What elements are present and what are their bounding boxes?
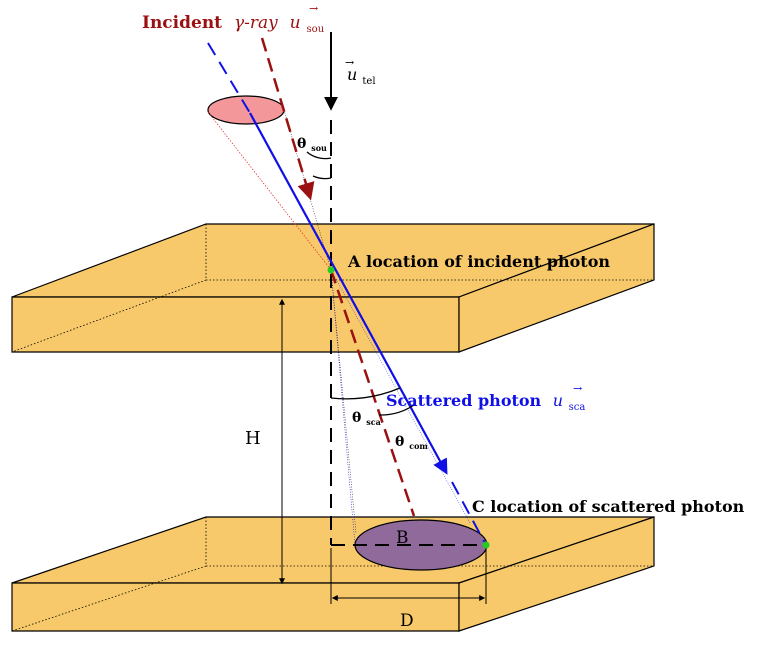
incident-label: Incident γ-ray u sou <box>142 13 325 35</box>
theta-com-symbol: θ <box>395 434 404 450</box>
theta-sca-subscript: sca <box>366 417 381 427</box>
telescope-label: u tel <box>347 65 376 87</box>
incident-ray-upper <box>260 37 315 201</box>
telescope-vector-arrow: → <box>345 56 354 69</box>
point-a-marker <box>327 266 335 274</box>
scattered-ray-front-dashed <box>451 481 487 546</box>
upper-slab-front-face <box>11 296 460 353</box>
lower-detector-slab <box>11 516 655 632</box>
incident-label-gamma: γ-ray <box>234 13 278 33</box>
scattered-label-subscript: sca <box>569 402 586 413</box>
upper-slab-hidden-diagonal <box>11 279 207 353</box>
theta-sca-symbol: θ <box>352 410 361 426</box>
theta-sou-label: θ sou <box>297 136 327 153</box>
theta-sou-subscript: sou <box>311 143 327 153</box>
source-projection-line-lower <box>207 111 332 271</box>
theta-sca-label: θ sca <box>352 410 381 427</box>
theta-sou-arc-arrow <box>312 175 332 180</box>
incident-label-subscript: sou <box>307 24 325 35</box>
upper-slab-side-face <box>458 223 655 353</box>
incident-label-word: Incident <box>142 13 222 33</box>
source-region-ellipse <box>207 95 285 125</box>
lower-slab-hidden-diagonal <box>11 565 207 632</box>
point-c-marker <box>482 541 490 549</box>
theta-com-label: θ com <box>395 434 428 451</box>
theta-sca-arc <box>330 387 401 400</box>
lower-slab-side-face <box>458 516 655 632</box>
scattered-label: Scattered photon u sca <box>386 391 585 413</box>
upper-detector-slab <box>11 223 655 353</box>
theta-com-arc <box>378 404 415 416</box>
point-b-label: B <box>396 528 409 548</box>
height-label: H <box>245 428 261 449</box>
scattered-label-vector: u <box>553 391 563 410</box>
scattered-ray-back-dashed <box>207 42 251 114</box>
telescope-projection-blue <box>330 269 356 546</box>
incident-ray-lower <box>329 269 416 517</box>
theta-com-subscript: com <box>409 441 428 451</box>
scatter-projection-line <box>330 269 357 534</box>
lower-slab-front-face <box>11 582 460 632</box>
telescope-label-vector: u <box>347 65 357 84</box>
point-c-label: C location of scattered photon <box>472 497 745 516</box>
scattered-label-word: Scattered photon <box>386 391 542 410</box>
scattered-ray-solid <box>249 112 448 475</box>
scatter-projection-line-blue <box>330 269 471 524</box>
incident-vector-arrow: → <box>309 2 318 15</box>
theta-sou-arc <box>306 151 332 160</box>
point-a-label: A location of incident photon <box>347 252 610 271</box>
scattered-vector-arrow: → <box>573 382 582 395</box>
theta-sou-symbol: θ <box>297 136 306 152</box>
telescope-label-subscript: tel <box>362 76 375 87</box>
distance-label: D <box>400 611 414 631</box>
incident-label-vector: u <box>290 13 301 33</box>
